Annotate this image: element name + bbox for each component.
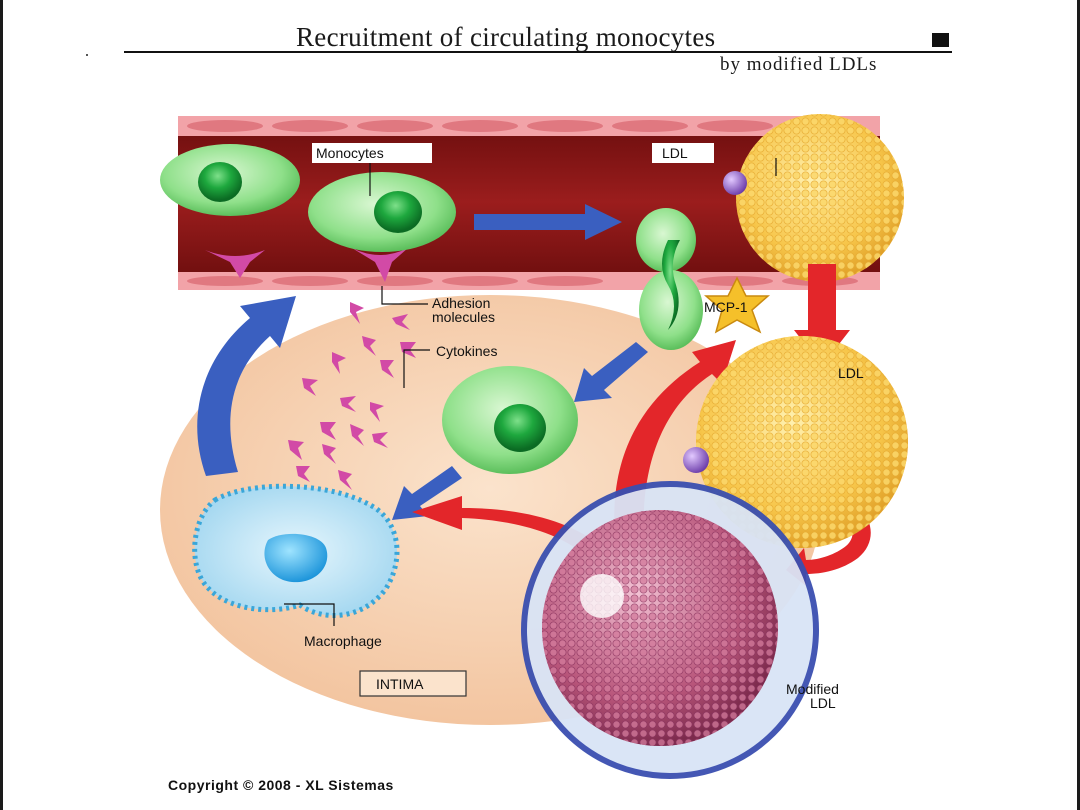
- oxidation-arrow: [786, 500, 871, 586]
- intima-label-box: [359, 670, 467, 697]
- monocyte-cell: [308, 172, 456, 252]
- intima-monocyte: [442, 366, 578, 474]
- intima-label: INTIMA: [376, 676, 424, 692]
- migration-arrow: [574, 342, 648, 402]
- adhesion-label-line1: Adhesion: [432, 295, 490, 311]
- copyright-notice: Copyright © 2008 - XL Sistemas: [168, 777, 394, 793]
- mcp1-label: MCP-1: [704, 299, 748, 315]
- slide-subtitle: by modified LDLs: [720, 54, 878, 75]
- differentiation-arrow: [392, 466, 462, 520]
- title-square-icon: [932, 33, 949, 47]
- cytokines-label: Cytokines: [436, 343, 497, 359]
- macrophage-cell: [192, 483, 400, 618]
- ldl-top-label: LDL: [662, 145, 688, 161]
- slide-title: Recruitment of circulating monocytes: [296, 22, 716, 52]
- macrophage-label: Macrophage: [304, 633, 382, 649]
- monocyte-cell: [160, 144, 300, 216]
- adhesion-molecule: [352, 248, 408, 282]
- adhesion-label-line2: molecules: [432, 309, 495, 325]
- modified-ldl-label-line1: Modified: [786, 681, 839, 697]
- modified-ldl-label-line2: LDL: [810, 695, 836, 711]
- modified-ldl-particle: [521, 481, 819, 779]
- title-rule: [124, 51, 952, 53]
- adhesion-molecule: [205, 250, 265, 278]
- monocytes-label: Monocytes: [316, 145, 384, 161]
- ldl-label-box: [652, 143, 714, 163]
- left-border: [0, 0, 3, 810]
- transmigrating-monocyte: [636, 208, 703, 350]
- right-border: [1077, 0, 1080, 810]
- monocytes-label-box: [312, 143, 432, 163]
- recruitment-feedback-arrow: [197, 296, 296, 476]
- migration-arrow: [474, 204, 622, 240]
- ldl-particle: [683, 336, 908, 548]
- ldl-mid-label: LDL: [838, 365, 864, 381]
- label-leader-lines: [284, 158, 777, 626]
- ldl-particle: [723, 114, 904, 282]
- activation-arrow: [412, 496, 604, 554]
- cytokine-molecules: [288, 302, 416, 490]
- mcp1-chemokine: [704, 276, 770, 334]
- speck: [86, 54, 88, 56]
